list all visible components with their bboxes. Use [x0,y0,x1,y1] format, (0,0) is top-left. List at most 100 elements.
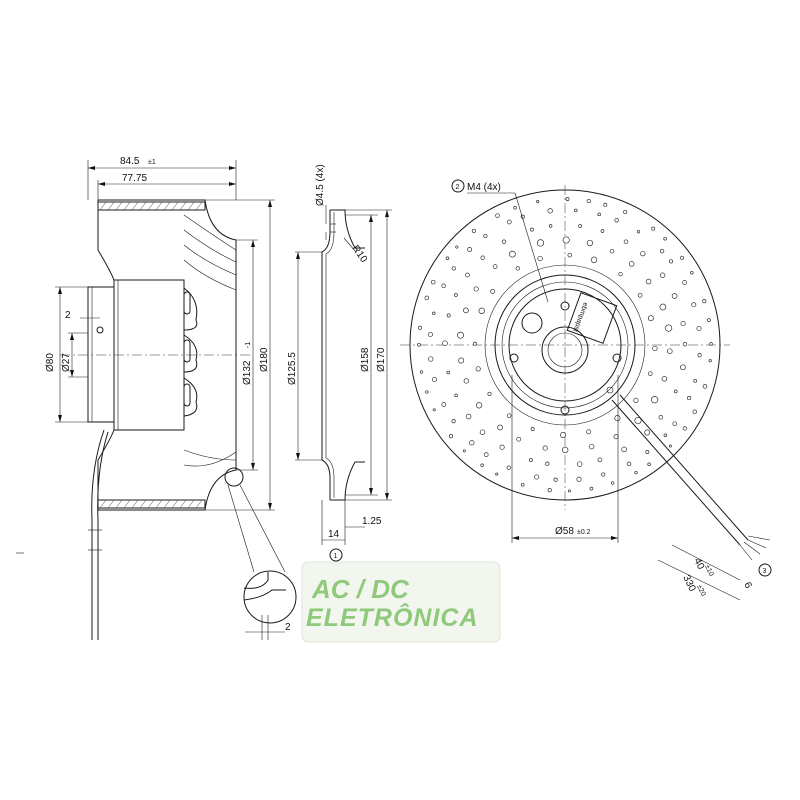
perforation-hole [680,255,685,260]
perforation-hole [680,364,686,371]
perforation-hole [562,236,570,244]
perforation-hole [537,255,543,262]
perforation-hole [431,376,438,383]
perforation-hole [574,208,578,213]
perforation-hole [682,280,687,285]
dim-dia-170: Ø170 [376,347,387,372]
perforation-hole [709,342,713,346]
perforation-hole [648,371,653,376]
perforation-hole [455,245,459,249]
perforation-hole [432,311,436,315]
perforation-hole [475,366,481,372]
perforation-hole [567,489,571,493]
perforation-hole [483,452,489,457]
perforation-hole [497,424,503,431]
perforation-hole [499,444,505,450]
dim-lead-40-tol: ±10 [703,564,714,578]
dim-lead-330: 330 [680,573,697,593]
perforation-hole [623,209,628,215]
perforation-hole [465,272,470,278]
dim-dia-58: Ø58 [555,526,574,537]
perforation-hole [487,391,492,396]
dim-offset-2: 2 [65,310,71,321]
dim-dia-58-tol: ±0.2 [577,529,591,536]
perforation-hole [626,461,632,467]
perforation-hole [597,457,603,463]
perforation-hole [673,389,678,394]
perforation-hole [441,283,446,289]
side-view: 84.5 ±1 77.75 [45,156,286,640]
perforation-hole [451,419,456,424]
perforation-hole [600,229,605,233]
perforation-hole [652,345,658,352]
perforation-hole [463,378,469,384]
perforation-hole [659,249,665,254]
dim-dia-132-tol: -1 [245,342,252,348]
perforation-hole [458,357,465,364]
perforation-hole [691,302,697,308]
perforation-hole [432,408,436,412]
dim-lead-40: 40 [691,556,706,571]
perforation-hole [633,397,639,403]
perforation-hole [478,307,485,314]
perforation-hole [610,481,615,485]
perforation-hole [640,250,646,257]
perforation-hole [418,325,422,330]
perforation-hole [667,348,673,354]
rotor-fins [183,287,198,417]
perforation-hole [425,390,429,394]
detail-dim-2: 2 [285,622,291,633]
perforation-hole [647,315,654,322]
perforation-hole [614,415,621,422]
perforation-hole [515,266,520,271]
perforation-hole [659,272,666,278]
dim-width-total: 84.5 [120,156,140,167]
perforation-hole [495,472,499,476]
perforation-hole [707,318,711,322]
perforation-hole [668,444,672,448]
perforation-hole [490,288,496,294]
perforation-hole [687,396,692,401]
perforation-hole [623,239,629,244]
perforation-hole [659,303,667,311]
logo-line-2: ELETRÔNICA [306,602,479,632]
perforation-hole [634,416,642,425]
perforation-hole [548,224,553,228]
perforation-hole [590,256,598,263]
dim-width-inner: 77.75 [122,173,147,184]
perforation-hole [441,402,447,407]
perforation-hole [536,239,545,247]
perforation-hole [506,219,512,225]
perforation-hole [603,202,608,207]
perforation-hole [708,359,712,363]
perforation-hole [454,293,458,297]
perforation-hole [672,421,677,426]
dim-dia-158: Ø158 [360,347,371,372]
dim-dia-180: Ø180 [259,347,270,372]
perforation-hole [483,233,488,239]
perforation-hole [664,324,673,332]
perforation-hole [614,218,619,223]
perforation-hole [578,224,582,228]
perforation-hole [647,462,651,467]
perforation-hole [427,331,433,338]
perforation-hole [480,255,485,260]
perforation-hole [651,226,656,231]
perforation-hole [534,474,540,480]
perforation-hole [690,270,694,275]
perforation-hole [634,470,638,475]
perforation-hole [475,402,483,409]
perforation-hole [473,286,479,292]
watermark-logo: AC / DC ELETRÔNICA [301,561,501,643]
perforation-hole [609,248,615,254]
perforation-hole [445,256,450,261]
perforation-hole [520,482,525,487]
perforation-hole [553,477,558,482]
perforation-hole [467,247,473,252]
dim-depth-14: 14 [328,529,340,540]
perforation-hole [628,261,635,267]
perforation-hole [542,445,548,451]
thread-note: M4 (4x) [467,182,501,193]
perforation-hole [492,264,498,269]
